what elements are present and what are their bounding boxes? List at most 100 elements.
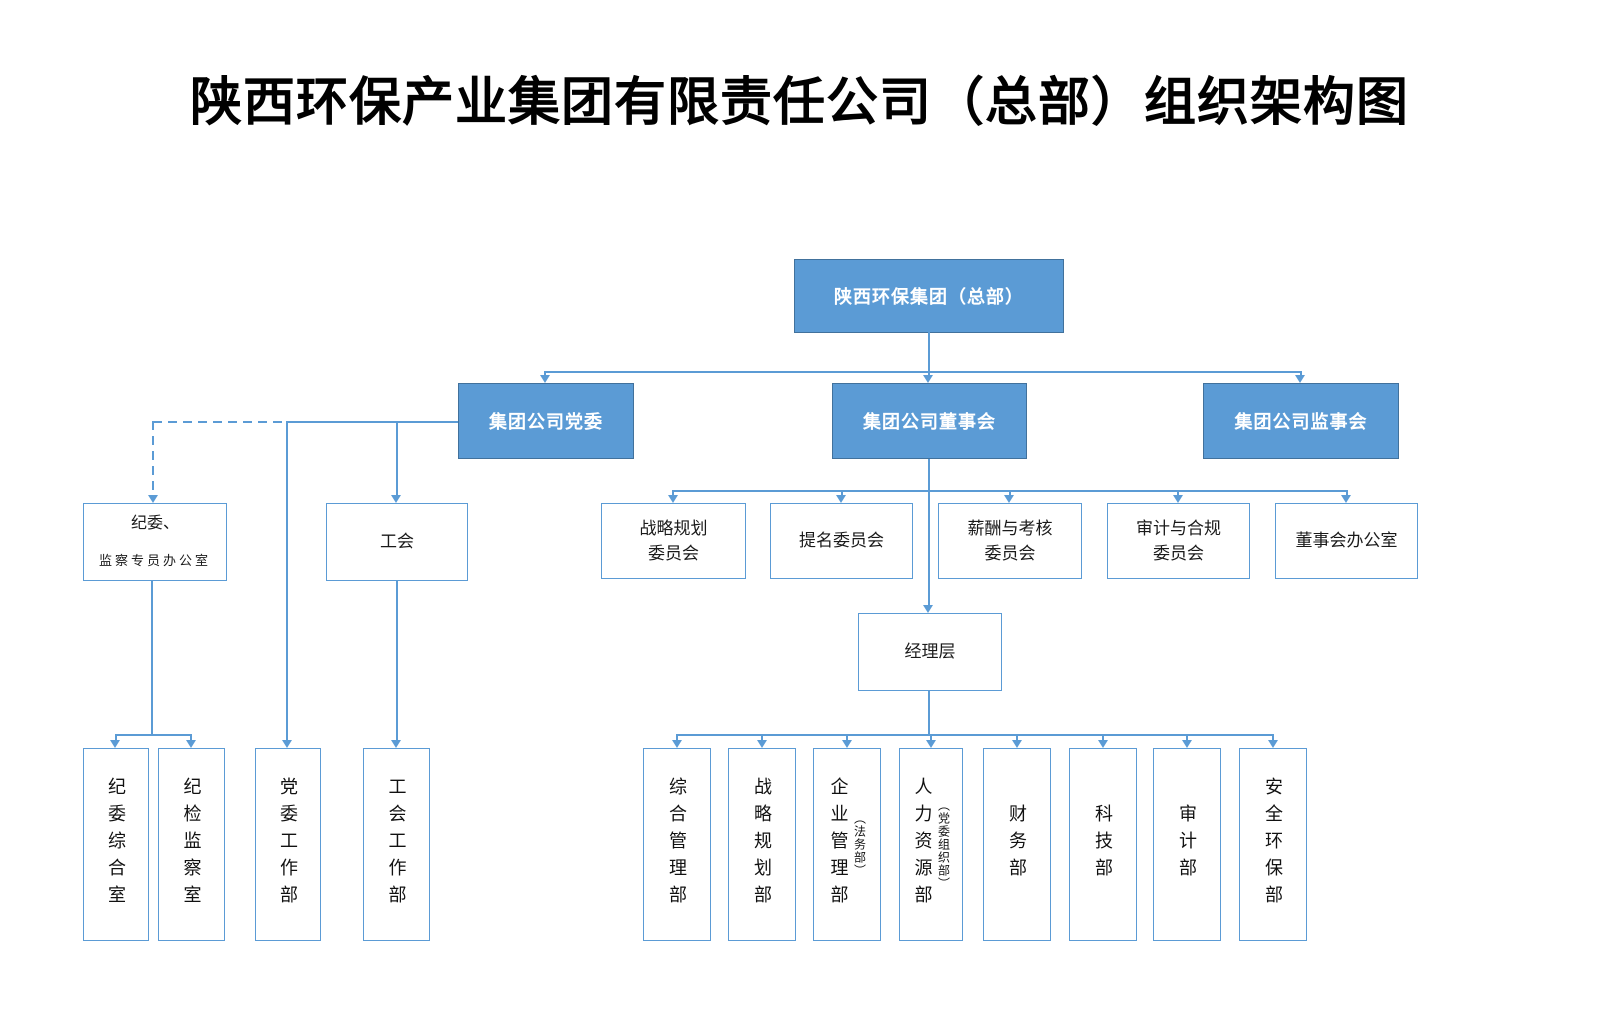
node-discipline-office: 纪委、 监察专员办公室 (83, 503, 227, 581)
arrowhead (282, 740, 292, 748)
connector-dashed (152, 421, 154, 497)
arrowhead (1098, 740, 1108, 748)
node-labor-union-label: 工会 (380, 532, 414, 552)
committee-compensation-line2: 委员会 (984, 544, 1036, 563)
arrowhead (1012, 740, 1022, 748)
arrowhead (1341, 495, 1351, 503)
connector (841, 490, 843, 498)
node-discipline-line2: 监察专员办公室 (98, 552, 211, 568)
connector (1346, 490, 1348, 498)
dept-label: 安全环保部 (1263, 777, 1283, 912)
node-dept-audit: 审计部 (1153, 748, 1221, 941)
dept-label: 科技部 (1093, 804, 1113, 885)
connector (928, 332, 930, 371)
arrowhead (926, 740, 936, 748)
node-root-label: 陕西环保集团（总部） (834, 287, 1024, 307)
node-dept-human-resources: 人力资源部 （党委组织部） (899, 748, 963, 941)
node-supervisory-label: 集团公司监事会 (1234, 412, 1368, 432)
connector (286, 421, 288, 742)
connector (545, 371, 1302, 373)
node-board-label: 集团公司董事会 (863, 412, 996, 432)
dept-note: （法务部） (852, 812, 867, 877)
node-root: 陕西环保集团（总部） (794, 259, 1064, 333)
arrowhead (1173, 495, 1183, 503)
connector (544, 371, 546, 378)
arrowhead (842, 740, 852, 748)
committee-nomination-line1: 提名委员会 (799, 531, 884, 551)
connector (928, 371, 930, 378)
connector (1186, 734, 1188, 742)
connector (1009, 490, 1011, 498)
dept-label: 企业管理部 (828, 777, 849, 912)
arrowhead (923, 375, 933, 383)
arrowhead (672, 740, 682, 748)
connector (115, 734, 117, 742)
node-supervisory-board: 集团公司监事会 (1203, 383, 1399, 459)
connector (1016, 734, 1018, 742)
dept-label: 党委工作部 (278, 777, 298, 912)
connector (676, 734, 678, 742)
committee-compensation-line1: 薪酬与考核 (967, 518, 1053, 538)
node-board-of-directors: 集团公司董事会 (832, 383, 1027, 459)
arrowhead (1295, 375, 1305, 383)
arrowhead (148, 495, 158, 503)
chart-title: 陕西环保产业集团有限责任公司（总部）组织架构图 (189, 75, 1409, 132)
arrowhead (391, 495, 401, 503)
connector (396, 581, 398, 742)
arrowhead (391, 740, 401, 748)
connector (672, 490, 674, 498)
committee-strategy-line1: 战略规划 (639, 518, 708, 538)
dept-label: 人力资源部 (912, 777, 933, 912)
node-dept-finance: 财务部 (983, 748, 1051, 941)
node-committee-strategy: 战略规划 委员会 (601, 503, 746, 579)
node-dept-discipline-inspection: 纪检监察室 (158, 748, 225, 941)
connector (930, 734, 932, 742)
connector-dashed (153, 421, 287, 423)
node-management-layer: 经理层 (858, 613, 1002, 691)
connector (396, 421, 398, 497)
connector (928, 459, 930, 609)
node-committee-nomination: 提名委员会 (770, 503, 913, 579)
dept-label: 工会工作部 (386, 777, 407, 912)
committee-strategy-line2: 委员会 (648, 544, 699, 563)
node-discipline-line1: 纪委、 (130, 515, 179, 532)
connector (1102, 734, 1104, 742)
node-dept-strategic-planning: 战略规划部 (728, 748, 796, 941)
dept-label: 财务部 (1007, 804, 1027, 885)
connector (1300, 371, 1302, 378)
node-dept-science-technology: 科技部 (1069, 748, 1137, 941)
arrowhead (540, 375, 550, 383)
arrowhead (757, 740, 767, 748)
node-dept-enterprise-management: 企业管理部 （法务部） (813, 748, 881, 941)
arrowhead (1004, 495, 1014, 503)
connector (928, 691, 930, 735)
arrowhead (186, 740, 196, 748)
node-labor-union: 工会 (326, 503, 468, 581)
connector (151, 581, 153, 734)
arrowhead (668, 495, 678, 503)
dept-note: （党委组织部） (936, 799, 951, 890)
node-party-committee-label: 集团公司党委 (489, 412, 603, 432)
dept-label: 综合管理部 (667, 777, 687, 912)
node-board-office: 董事会办公室 (1275, 503, 1418, 579)
arrowhead (836, 495, 846, 503)
node-committee-audit: 审计与合规 委员会 (1107, 503, 1250, 579)
node-dept-union-work: 工会工作部 (363, 748, 430, 941)
arrowhead (923, 605, 933, 613)
dept-label: 纪检监察室 (181, 777, 202, 912)
node-party-committee: 集团公司党委 (458, 383, 634, 459)
connector (115, 734, 192, 736)
connector (761, 734, 763, 742)
node-dept-discipline-general: 纪委综合室 (83, 748, 149, 941)
node-committee-compensation: 薪酬与考核 委员会 (938, 503, 1082, 579)
connector (846, 734, 848, 742)
connector (287, 421, 458, 423)
connector (1272, 734, 1274, 742)
node-dept-safety-environment: 安全环保部 (1239, 748, 1307, 941)
dept-label: 战略规划部 (752, 777, 772, 912)
dept-label: 审计部 (1177, 804, 1197, 885)
committee-audit-line1: 审计与合规 (1136, 518, 1221, 538)
node-dept-general-management: 综合管理部 (643, 748, 711, 941)
connector (673, 490, 1348, 492)
